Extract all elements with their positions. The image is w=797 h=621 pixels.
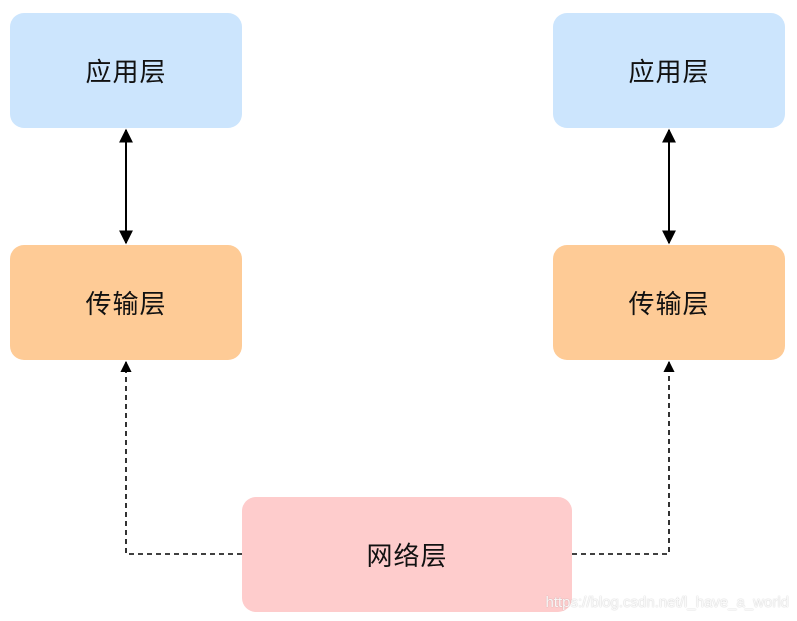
network-layer-box: 网络层: [242, 497, 572, 612]
transport-layer-label-right: 传输层: [628, 290, 710, 320]
application-layer-box-right: 应用层: [553, 13, 785, 128]
transport-layer-box-right: 传输层: [553, 245, 785, 360]
arrow-network-to-transport-left: [120, 360, 242, 555]
transport-layer-label-left: 传输层: [85, 290, 167, 320]
transport-layer-box-left: 传输层: [10, 245, 242, 360]
network-layer-label: 网络层: [366, 542, 448, 572]
arrow-network-to-transport-right: [572, 360, 675, 555]
application-layer-label-left: 应用层: [85, 58, 167, 88]
watermark: https://blog.csdn.net/l_have_a_world: [545, 594, 790, 611]
application-layer-box-left: 应用层: [10, 13, 242, 128]
application-layer-label-right: 应用层: [628, 58, 710, 88]
